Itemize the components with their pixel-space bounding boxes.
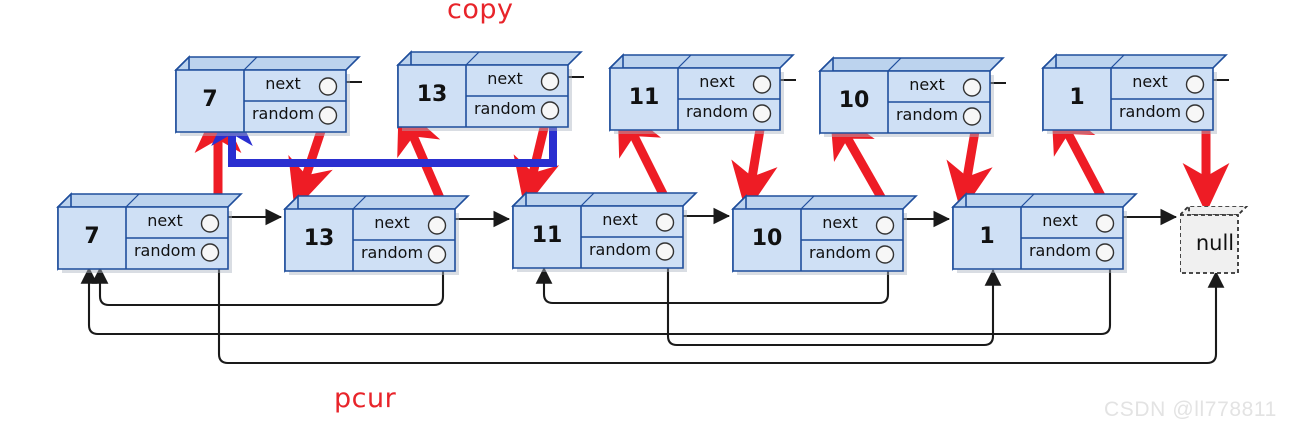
original-list-node[interactable]: 13 next random — [283, 194, 470, 275]
node-value: 13 — [303, 226, 335, 251]
original-list-node[interactable]: 10 next random — [731, 194, 918, 275]
copy-list-node[interactable]: 13 next random — [396, 50, 583, 131]
node-random-label: random — [685, 102, 749, 121]
random-pointer-edges — [80, 250, 1225, 365]
node-next-label: next — [699, 72, 735, 91]
node-value: 10 — [838, 88, 870, 113]
node-next-label: next — [822, 213, 858, 232]
node-next-label: next — [265, 74, 301, 93]
null-node[interactable]: null — [1180, 206, 1249, 275]
node-next-label: next — [909, 75, 945, 94]
node-body — [1041, 53, 1228, 134]
original-list-node[interactable]: 1 next random — [951, 192, 1138, 273]
node-body — [283, 194, 470, 275]
node-value: 7 — [202, 87, 218, 112]
node-random-label: random — [473, 99, 537, 118]
next-pointer-edges — [228, 75, 1229, 228]
copy-random-edge-group — [211, 101, 557, 167]
node-value: 11 — [628, 85, 660, 110]
node-random-label: random — [808, 243, 872, 262]
node-random-label: random — [133, 241, 197, 260]
node-value: 1 — [1069, 85, 1085, 110]
node-random-label: random — [1118, 102, 1182, 121]
original-list-node[interactable]: 11 next random — [511, 191, 698, 272]
node-body — [608, 53, 795, 134]
node-body — [731, 194, 918, 275]
random-edge-7-to-null — [217, 252, 1225, 365]
random-edge-11-to-1 — [666, 250, 1002, 347]
node-value: 13 — [416, 82, 448, 107]
node-value: 7 — [84, 224, 100, 249]
copy-list-node[interactable]: 7 next random — [174, 55, 361, 136]
original-list-node[interactable]: 7 next random — [56, 192, 243, 273]
node-value: 1 — [979, 224, 995, 249]
node-next-label: next — [1042, 211, 1078, 230]
node-body — [396, 50, 583, 131]
node-random-label: random — [251, 104, 315, 123]
copy-list-node[interactable]: 1 next random — [1041, 53, 1228, 134]
copy-label: copy — [447, 0, 514, 25]
copy-list-node[interactable]: 10 next random — [818, 56, 1005, 137]
node-body — [511, 191, 698, 272]
node-next-label: next — [602, 210, 638, 229]
node-value: 11 — [531, 223, 563, 248]
node-random-label: random — [895, 105, 959, 124]
node-value: 10 — [751, 226, 783, 251]
watermark: CSDN @ll778811 — [1104, 398, 1277, 421]
node-body — [951, 192, 1138, 273]
random-edge-10-to-11 — [535, 252, 890, 305]
node-next-label: next — [147, 211, 183, 230]
null-node-label: null — [1195, 231, 1235, 255]
node-body — [818, 56, 1005, 137]
node-random-label: random — [360, 243, 424, 262]
node-next-label: next — [487, 69, 523, 88]
pcur-label: pcur — [334, 383, 397, 414]
blue-edge-copy13-to-copy7 — [211, 101, 557, 167]
node-random-label: random — [1028, 241, 1092, 260]
node-next-label: next — [1132, 72, 1168, 91]
random-edge-1-to-7 — [80, 252, 1112, 336]
node-next-label: next — [374, 213, 410, 232]
random-edge-13-to-7 — [91, 252, 445, 307]
node-random-label: random — [588, 240, 652, 259]
node-body — [174, 55, 361, 136]
copy-list-node[interactable]: 11 next random — [608, 53, 795, 134]
node-body — [56, 192, 243, 273]
null-node-body — [1180, 206, 1249, 275]
